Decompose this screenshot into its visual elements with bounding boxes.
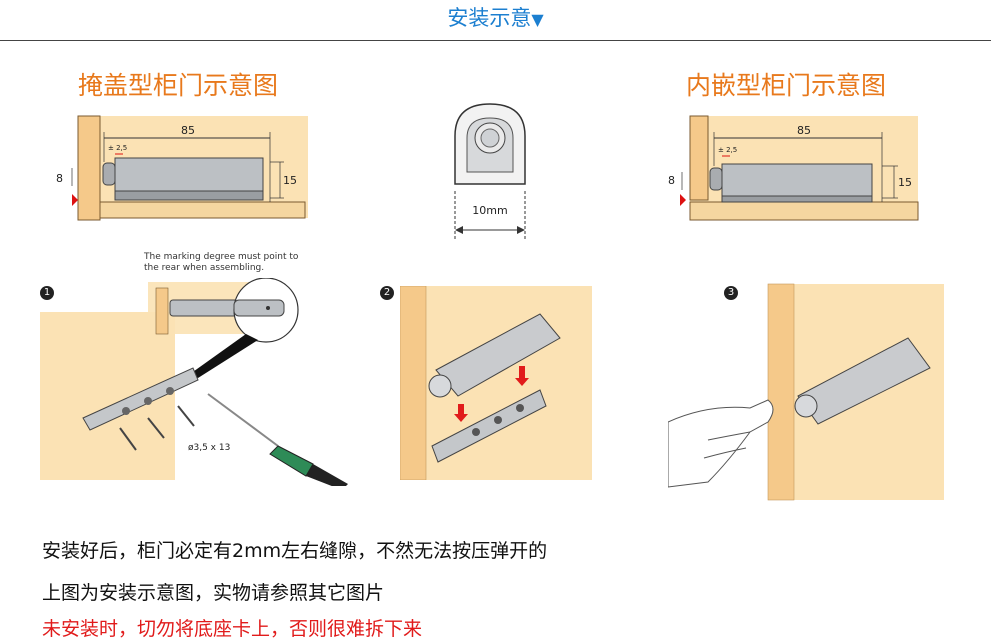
step-3-illustration bbox=[668, 282, 944, 504]
overlay-dim-tolerance: ± 2,5 bbox=[108, 144, 127, 152]
overlay-dim-gap: 8 bbox=[56, 172, 63, 185]
overlay-dim-length: 85 bbox=[181, 124, 195, 137]
step-2-illustration bbox=[400, 286, 592, 480]
inset-door-title: 内嵌型柜门示意图 bbox=[686, 71, 887, 100]
step-2-number: 2 bbox=[380, 286, 394, 300]
step-1-illustration: ø3,5 x 13 bbox=[38, 278, 360, 486]
front-view-svg: 10mm bbox=[454, 103, 526, 241]
header-divider bbox=[0, 40, 991, 41]
assembly-note: The marking degree must point to the rea… bbox=[144, 252, 344, 274]
step-1-svg: ø3,5 x 13 bbox=[40, 278, 348, 486]
step-1-screw-label: ø3,5 x 13 bbox=[188, 443, 230, 453]
front-view-width: 10mm bbox=[472, 204, 507, 217]
overlay-diagram-svg: 85 ± 2,5 8 15 bbox=[56, 115, 308, 221]
step-3-svg bbox=[668, 283, 944, 501]
note-line-1: The marking degree must point to bbox=[144, 252, 299, 262]
overlay-door-title: 掩盖型柜门示意图 bbox=[78, 71, 279, 100]
body-line-2: 上图为安装示意图，实物请参照其它图片 bbox=[42, 582, 385, 604]
overlay-door-diagram: 85 ± 2,5 8 15 bbox=[48, 112, 308, 222]
header-title: 安装示意 bbox=[447, 6, 532, 30]
page-header: 安装示意▼ bbox=[0, 2, 991, 34]
front-view-diagram: 10mm bbox=[445, 96, 535, 246]
inset-dim-length: 85 bbox=[797, 124, 811, 137]
inset-door-diagram: 85 ± 2,5 8 15 bbox=[664, 112, 924, 222]
inset-dim-height: 15 bbox=[898, 176, 912, 189]
note-line-2: the rear when assembling. bbox=[144, 263, 265, 273]
step-2-svg bbox=[400, 286, 592, 480]
step-3-number: 3 bbox=[724, 286, 738, 300]
body-warning: 未安装时，切勿将底座卡上，否则很难拆下来 bbox=[42, 618, 423, 640]
inset-dim-tolerance: ± 2,5 bbox=[718, 146, 737, 154]
overlay-dim-height: 15 bbox=[283, 174, 297, 187]
body-line-1: 安装好后，柜门必定有2mm左右缝隙，不然无法按压弹开的 bbox=[42, 540, 548, 562]
step-1-number: 1 bbox=[40, 286, 54, 300]
inset-dim-gap: 8 bbox=[668, 174, 675, 187]
inset-diagram-svg: 85 ± 2,5 8 15 bbox=[668, 115, 919, 221]
triangle-down-icon: ▼ bbox=[531, 10, 544, 29]
